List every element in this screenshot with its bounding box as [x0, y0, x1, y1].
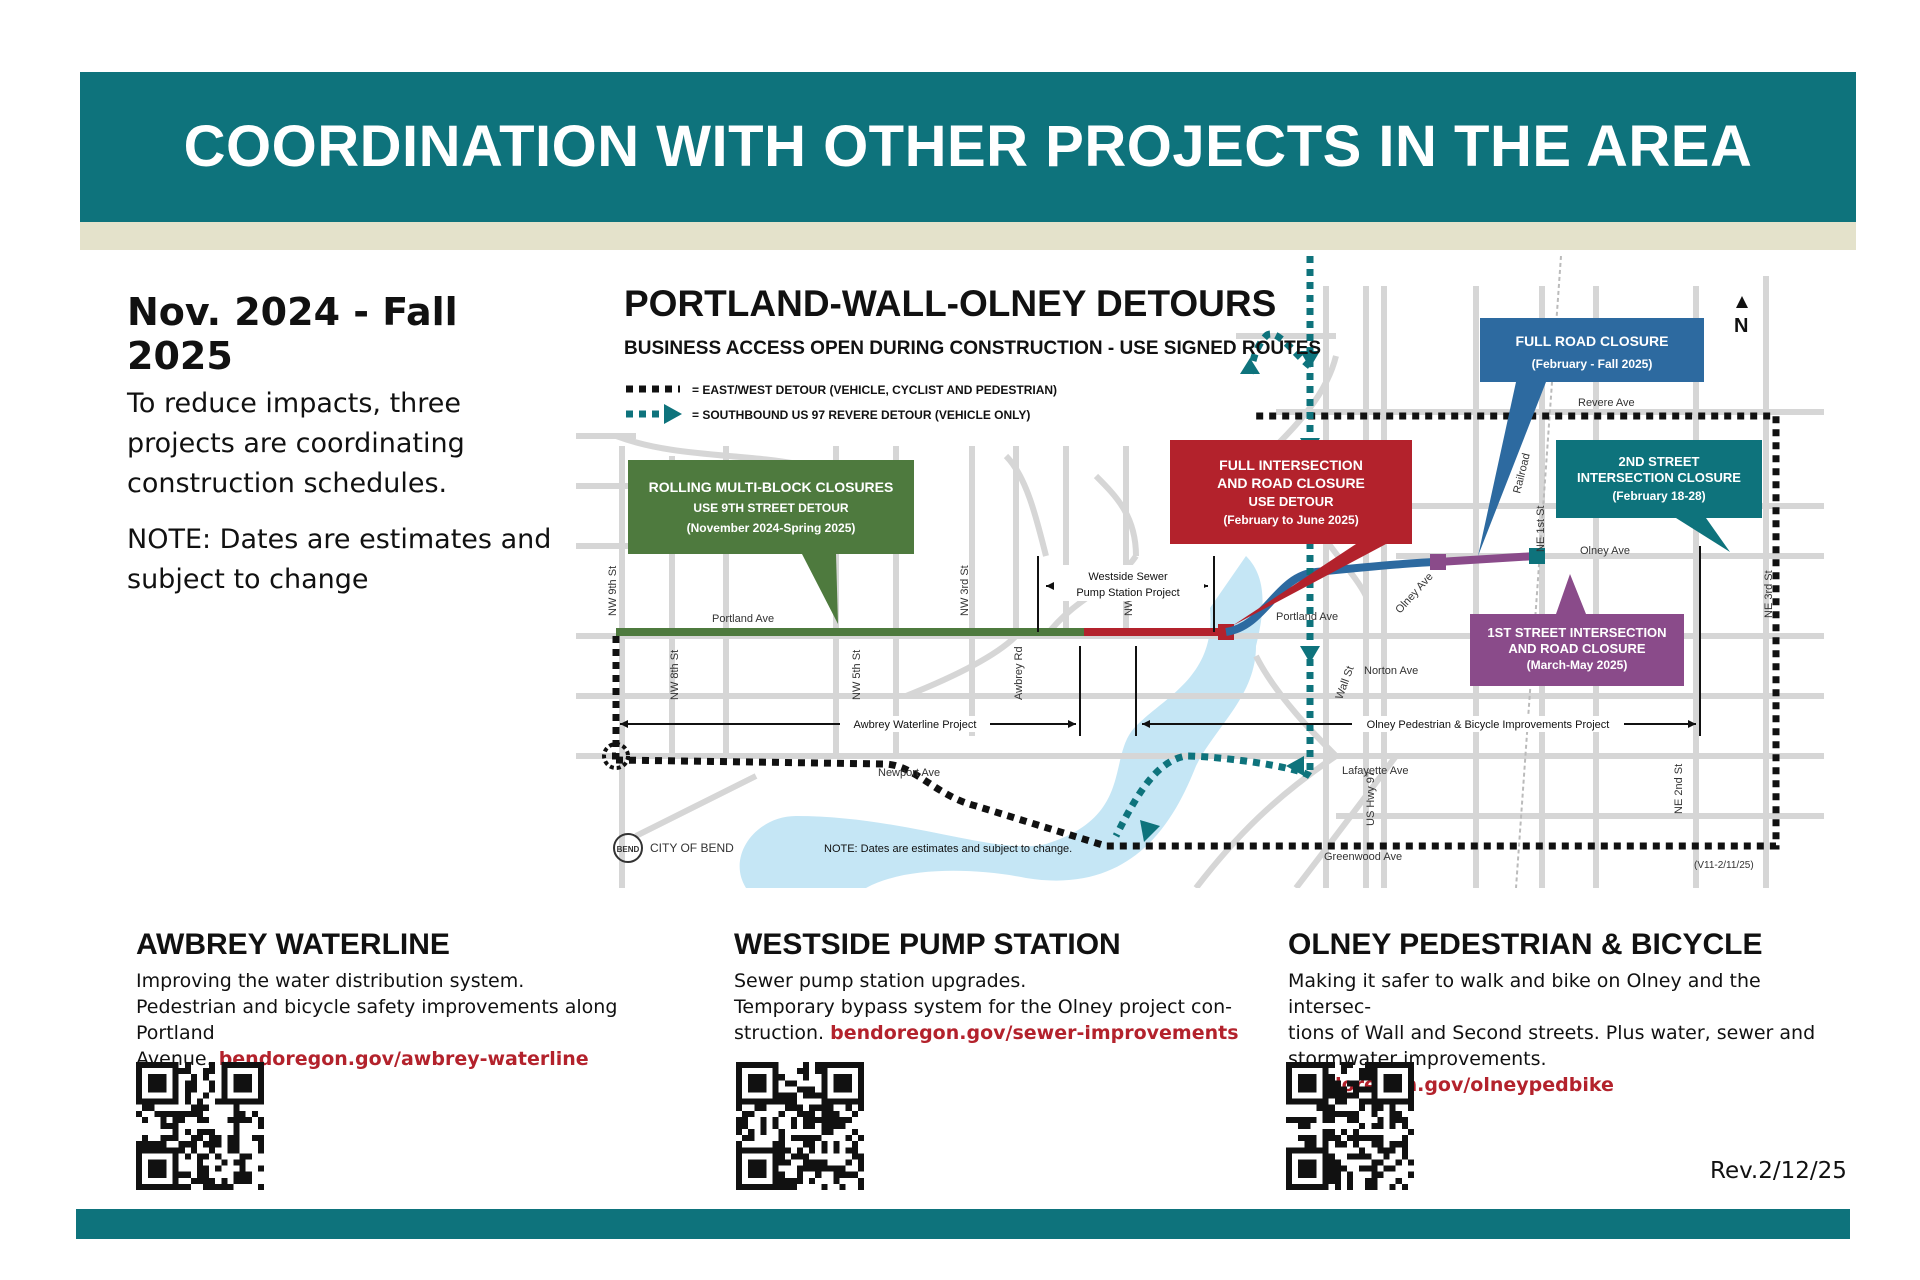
map-title: PORTLAND-WALL-OLNEY DETOURS — [624, 283, 1276, 324]
svg-text:FULL ROAD CLOSURE: FULL ROAD CLOSURE — [1516, 333, 1669, 349]
legend-southbound: = SOUTHBOUND US 97 REVERE DETOUR (VEHICL… — [692, 408, 1030, 422]
intro-text: To reduce impacts, three projects are co… — [127, 388, 465, 499]
svg-text:INTERSECTION CLOSURE: INTERSECTION CLOSURE — [1577, 470, 1741, 485]
callout-rolling-closures: ROLLING MULTI-BLOCK CLOSURES USE 9TH STR… — [628, 460, 914, 624]
label-us97: US Hwy 97 — [1365, 771, 1377, 826]
north-label: N — [1734, 315, 1748, 337]
olney-purple-segment — [1437, 552, 1537, 566]
intro-note: NOTE: Dates are estimates and subject to… — [127, 524, 552, 595]
page-title: COORDINATION WITH OTHER PROJECTS IN THE … — [183, 114, 1753, 179]
city-logo-text: CITY OF BEND — [650, 841, 734, 855]
label-portland2: Portland Ave — [1276, 611, 1338, 623]
label-nw5: NW 5th St — [851, 650, 863, 700]
qr-code-icon[interactable] — [136, 1062, 264, 1190]
project-awbrey: AWBREY WATERLINE Improving the water dis… — [136, 928, 696, 1072]
city-logo-mark: BEND — [617, 845, 640, 854]
revision-date: Rev.2/12/25 — [1710, 1158, 1847, 1184]
project-description: Improving the water distribution system.… — [136, 970, 618, 1070]
river — [739, 556, 1263, 888]
svg-text:AND ROAD CLOSURE: AND ROAD CLOSURE — [1217, 475, 1365, 491]
svg-text:(February 18-28): (February 18-28) — [1612, 489, 1705, 503]
callout-full-road-closure: FULL ROAD CLOSURE (February - Fall 2025) — [1478, 318, 1704, 556]
pump-label-bg — [1054, 565, 1204, 601]
map-version: (V11-2/11/25) — [1694, 860, 1754, 871]
olney-label-bg — [1352, 716, 1624, 732]
label-newport: Newport Ave — [878, 767, 940, 779]
project-title: OLNEY PEDESTRIAN & BICYCLE — [1288, 928, 1763, 961]
label-norton: Norton Ave — [1364, 665, 1418, 677]
detour-map: PORTLAND-WALL-OLNEY DETOURS BUSINESS ACC… — [576, 256, 1824, 888]
project-title: AWBREY WATERLINE — [136, 928, 450, 961]
svg-text:AND ROAD CLOSURE: AND ROAD CLOSURE — [1508, 641, 1646, 656]
first-street-marker — [1430, 554, 1446, 570]
legend-eastwest: = EAST/WEST DETOUR (VEHICLE, CYCLIST AND… — [692, 383, 1057, 397]
label-olney2: Olney Ave — [1580, 545, 1630, 557]
legend-teal-arrow — [664, 404, 682, 424]
label-awbreyrd: Awbrey Rd — [1013, 646, 1025, 700]
callout-second-street: 2ND STREET INTERSECTION CLOSURE (Februar… — [1556, 440, 1762, 552]
qr-code-icon[interactable] — [1286, 1062, 1414, 1190]
north-arrow-icon — [1736, 296, 1748, 308]
second-street-marker — [1529, 548, 1545, 564]
svg-text:1ST STREET INTERSECTION: 1ST STREET INTERSECTION — [1487, 625, 1666, 640]
project-title: WESTSIDE PUMP STATION — [734, 928, 1121, 961]
svg-text:(February to June 2025): (February to June 2025) — [1223, 513, 1358, 527]
label-nw9: NW 9th St — [607, 566, 619, 616]
callout-intersection-closure: FULL INTERSECTION AND ROAD CLOSURE USE D… — [1170, 440, 1412, 626]
schedule-dates: Nov. 2024 - Fall 2025 — [127, 290, 458, 378]
svg-text:USE 9TH STREET DETOUR: USE 9TH STREET DETOUR — [693, 501, 848, 515]
svg-text:USE DETOUR: USE DETOUR — [1249, 494, 1335, 509]
east-west-detour — [602, 412, 1780, 850]
project-link[interactable]: bendoregon.gov/sewer-improvements — [830, 1022, 1239, 1044]
label-greenwood: Greenwood Ave — [1324, 851, 1402, 863]
label-portland1: Portland Ave — [712, 613, 774, 625]
awbrey-label-bg — [840, 716, 990, 732]
project-description: Sewer pump station upgrades. Temporary b… — [734, 970, 1239, 1044]
map-note: NOTE: Dates are estimates and subject to… — [824, 843, 1072, 855]
label-olney1: Olney Ave — [1393, 571, 1435, 616]
pump-span-label-2: Pump Station Project — [1076, 587, 1179, 599]
header-banner: COORDINATION WITH OTHER PROJECTS IN THE … — [80, 72, 1856, 222]
project-westside: WESTSIDE PUMP STATION Sewer pump station… — [734, 928, 1294, 1046]
svg-text:(March-May 2025): (March-May 2025) — [1527, 658, 1628, 672]
label-nw8: NW 8th St — [669, 650, 681, 700]
map-subtitle: BUSINESS ACCESS OPEN DURING CONSTRUCTION… — [624, 338, 1321, 359]
olney-span-label: Olney Pedestrian & Bicycle Improvements … — [1367, 719, 1610, 731]
svg-text:2ND STREET: 2ND STREET — [1619, 454, 1700, 469]
footer-bar — [76, 1209, 1850, 1239]
awbrey-span-label: Awbrey Waterline Project — [854, 719, 977, 731]
street-labels: NW 9th St NW 8th St NW 5th St NW 3rd St … — [607, 397, 1775, 863]
label-revere: Revere Ave — [1578, 397, 1635, 409]
label-ne3: NE 3rd St — [1763, 570, 1775, 618]
svg-text:FULL INTERSECTION: FULL INTERSECTION — [1219, 457, 1363, 473]
label-ne1: NE 1st St — [1535, 506, 1547, 552]
svg-text:ROLLING MULTI-BLOCK CLOSURES: ROLLING MULTI-BLOCK CLOSURES — [649, 479, 894, 495]
svg-text:(February - Fall 2025): (February - Fall 2025) — [1532, 357, 1653, 371]
svg-text:(November 2024-Spring 2025): (November 2024-Spring 2025) — [687, 521, 856, 535]
qr-code-icon[interactable] — [736, 1062, 864, 1190]
pump-span-label-1: Westside Sewer — [1088, 571, 1168, 583]
city-of-bend-logo-icon — [613, 833, 643, 863]
label-ne2: NE 2nd St — [1673, 764, 1685, 814]
intro-section: Nov. 2024 - Fall 2025 To reduce impacts,… — [127, 290, 567, 616]
label-nw3: NW 3rd St — [959, 565, 971, 616]
accent-band — [80, 222, 1856, 250]
label-lafayette: Lafayette Ave — [1342, 765, 1408, 777]
project-link[interactable]: bendoregon.gov/awbrey-waterline — [218, 1048, 589, 1070]
callout-first-street: 1ST STREET INTERSECTION AND ROAD CLOSURE… — [1470, 574, 1684, 686]
